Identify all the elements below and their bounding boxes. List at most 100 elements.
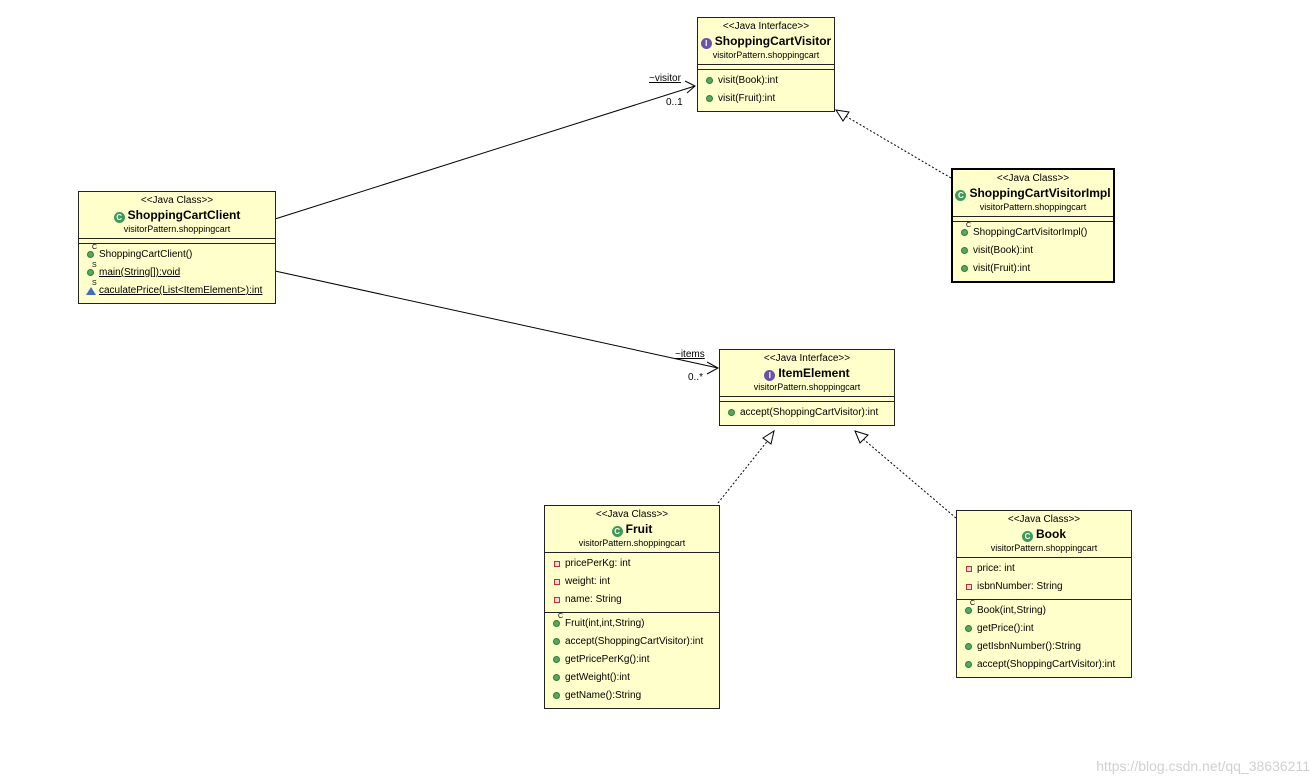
public-method-icon — [553, 674, 560, 681]
method-row[interactable]: getName():String — [545, 687, 719, 705]
attributes-compartment — [720, 396, 894, 402]
public-method-icon — [965, 661, 972, 668]
stereotype: <<Java Class>> — [140, 195, 214, 206]
compartment-divider — [957, 599, 1131, 600]
attributes-compartment — [698, 64, 834, 70]
stereotype: <<Java Interface>> — [763, 353, 851, 364]
realization-visitorimpl — [841, 113, 952, 179]
constructor-icon — [961, 229, 968, 236]
package-name: visitorPattern.shoppingcart — [123, 224, 231, 234]
field-row[interactable]: weight: int — [545, 573, 719, 591]
private-field-icon — [966, 566, 972, 572]
attributes-compartment — [79, 238, 275, 244]
stereotype: <<Java Class>> — [595, 509, 669, 520]
static-method-icon — [87, 269, 94, 276]
class-icon: C — [1022, 531, 1033, 542]
constructor-icon — [965, 607, 972, 614]
field-row[interactable]: pricePerKg: int — [545, 555, 719, 573]
package-name: visitorPattern.shoppingcart — [712, 50, 820, 60]
compartment-divider — [545, 612, 719, 613]
association-arrowhead-items — [706, 361, 720, 375]
compartment-divider — [957, 557, 1131, 558]
constructor-icon — [87, 251, 94, 258]
package-static-method-icon — [86, 287, 96, 295]
private-field-icon — [966, 584, 972, 590]
multiplicity-label-visitor: 0..1 — [666, 97, 683, 108]
realization-arrowhead-visitor — [834, 109, 850, 122]
fields-compartment: pricePerKg: int weight: int name: String — [545, 553, 719, 612]
public-method-icon — [961, 247, 968, 254]
multiplicity-label-items: 0..* — [688, 372, 704, 383]
fields-compartment: price: int isbnNumber: String — [957, 558, 1131, 599]
method-row[interactable]: visit(Book):int — [698, 72, 834, 90]
class-icon: C — [611, 526, 623, 537]
interface-icon: I — [764, 370, 776, 381]
method-row[interactable]: getPrice():int — [957, 620, 1131, 638]
method-row[interactable]: getPricePerKg():int — [545, 651, 719, 669]
method-row[interactable]: getIsbnNumber():String — [957, 638, 1131, 656]
stereotype: <<Java Interface>> — [722, 21, 810, 32]
field-row[interactable]: isbnNumber: String — [957, 578, 1131, 596]
method-row[interactable]: accept(ShoppingCartVisitor):int — [720, 404, 894, 422]
package-name: visitorPattern.shoppingcart — [753, 382, 861, 392]
method-row[interactable]: visit(Fruit):int — [953, 260, 1113, 278]
realization-arrowhead-book — [854, 430, 869, 444]
public-method-icon — [553, 638, 560, 645]
private-field-icon — [554, 597, 560, 603]
methods-compartment: visit(Book):int visit(Fruit):int — [698, 70, 834, 111]
public-method-icon — [553, 656, 560, 663]
field-row[interactable]: price: int — [957, 560, 1131, 578]
method-row[interactable]: getWeight():int — [545, 669, 719, 687]
method-row[interactable]: visit(Book):int — [953, 242, 1113, 260]
package-name: visitorPattern.shoppingcart — [990, 543, 1098, 553]
watermark: https://blog.csdn.net/qq_38636211 — [1096, 758, 1310, 774]
role-label-visitor: ~visitor — [649, 73, 681, 84]
method-row[interactable]: accept(ShoppingCartVisitor):int — [957, 656, 1131, 674]
association-client-items — [274, 270, 719, 369]
realization-fruit — [717, 438, 770, 504]
package-name: visitorPattern.shoppingcart — [979, 202, 1087, 212]
realization-arrowhead-fruit — [762, 429, 775, 445]
association-client-visitor — [274, 85, 696, 220]
public-method-icon — [706, 77, 713, 84]
role-label-items: ~items — [675, 349, 705, 360]
private-field-icon — [554, 579, 560, 585]
public-method-icon — [965, 643, 972, 650]
methods-compartment: accept(ShoppingCartVisitor):int — [720, 402, 894, 425]
method-row[interactable]: accept(ShoppingCartVisitor):int — [545, 633, 719, 651]
public-method-icon — [553, 692, 560, 699]
method-row[interactable]: visit(Fruit):int — [698, 90, 834, 108]
field-row[interactable]: name: String — [545, 591, 719, 609]
public-method-icon — [706, 95, 713, 102]
package-name: visitorPattern.shoppingcart — [578, 538, 686, 548]
public-method-icon — [961, 265, 968, 272]
stereotype: <<Java Class>> — [1007, 514, 1081, 525]
class-icon: C — [955, 190, 967, 201]
